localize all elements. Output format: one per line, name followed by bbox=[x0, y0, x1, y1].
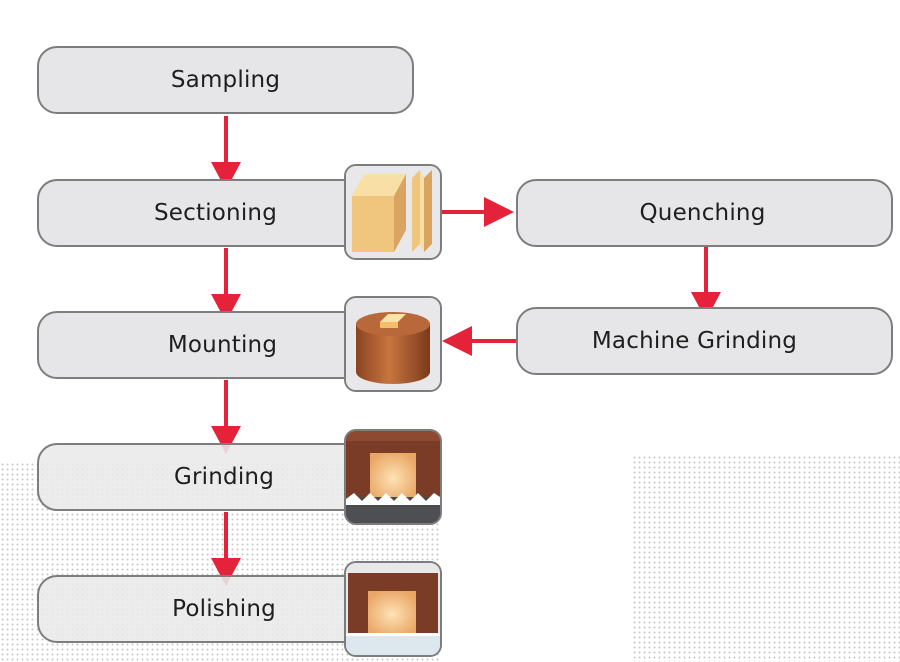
step-mounting-label: Mounting bbox=[167, 332, 278, 358]
step-sampling-label: Sampling bbox=[170, 67, 281, 93]
step-machine-grinding: Machine Grinding bbox=[516, 307, 893, 375]
cut-block-icon bbox=[344, 164, 442, 260]
mounted-cylinder-icon bbox=[344, 296, 442, 392]
step-grinding-label: Grinding bbox=[173, 464, 274, 490]
step-machine-grinding-label: Machine Grinding bbox=[591, 328, 798, 354]
step-quenching-label: Quenching bbox=[639, 200, 766, 226]
grinding-surface-icon bbox=[344, 429, 442, 525]
step-polishing-label: Polishing bbox=[172, 596, 276, 622]
polished-surface-icon bbox=[344, 561, 442, 657]
step-sectioning-label: Sectioning bbox=[153, 200, 278, 226]
dotted-background-right bbox=[632, 455, 900, 662]
step-sampling: Sampling bbox=[37, 46, 414, 114]
step-quenching: Quenching bbox=[516, 179, 893, 247]
